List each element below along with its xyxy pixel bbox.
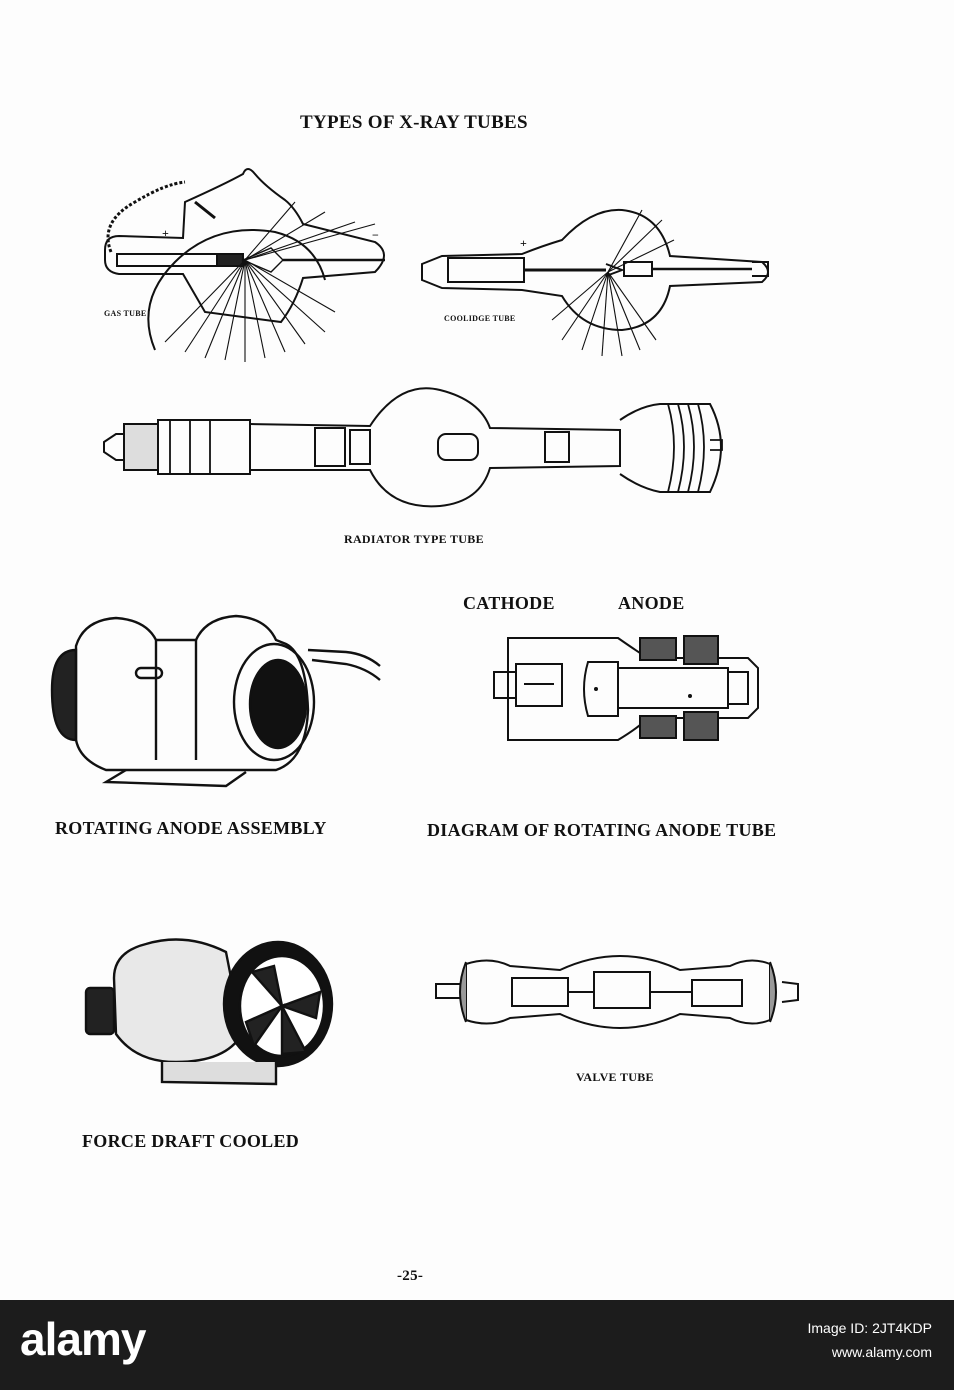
rotating-anode-diagram-label: DIAGRAM OF ROTATING ANODE TUBE (427, 820, 777, 840)
valve-tube-label: VALVE TUBE (576, 1070, 654, 1084)
radiator-tube-illustration (100, 380, 750, 520)
radiator-tube-label: RADIATOR TYPE TUBE (344, 532, 484, 546)
watermark-footer: alamy Image ID: 2JT4KDP www.alamy.com (0, 1300, 954, 1390)
valve-tube-illustration (430, 948, 810, 1038)
force-draft-cooled-illustration (76, 922, 356, 1092)
rotating-anode-assembly-illustration (46, 610, 386, 800)
plus-sign: + (162, 226, 170, 240)
document-page: TYPES OF X-RAY TUBES + − GAS (46, 112, 810, 1284)
page-title: TYPES OF X-RAY TUBES (300, 112, 528, 133)
rotating-anode-assembly-label: ROTATING ANODE ASSEMBLY (55, 818, 327, 838)
coolidge-tube-label: COOLIDGE TUBE (444, 314, 516, 323)
alamy-logo: alamy (20, 1313, 146, 1365)
force-draft-cooled-label: FORCE DRAFT COOLED (82, 1131, 300, 1151)
minus-sign: − (372, 228, 380, 242)
gas-tube-illustration (95, 162, 405, 362)
coolidge-plus-sign: + (520, 236, 528, 250)
gas-tube-label: GAS TUBE (104, 309, 147, 318)
cathode-label: CATHODE (463, 593, 555, 613)
rotating-anode-diagram-illustration (488, 632, 768, 752)
image-id-text: Image ID: 2JT4KDP (807, 1320, 933, 1336)
anode-label: ANODE (618, 593, 685, 613)
coolidge-tube-illustration (412, 200, 782, 360)
site-url-text: www.alamy.com (831, 1344, 932, 1360)
page-number: -25- (397, 1268, 424, 1284)
